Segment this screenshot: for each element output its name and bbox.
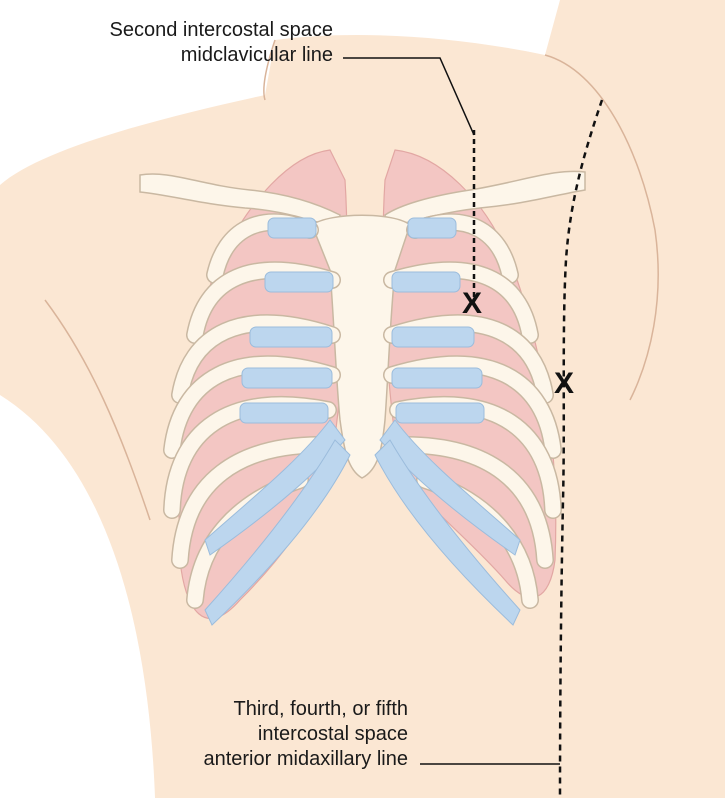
- neck-contour: [263, 39, 276, 101]
- shoulder-crease-left: [44, 299, 151, 521]
- label-second-intercostal-midclavicular: Second intercostal space midclavicular l…: [110, 18, 333, 68]
- left-costal-cartilage: [374, 217, 521, 626]
- placement-marker-midclavicular: X: [462, 287, 483, 320]
- midaxillary-dashed-line: [558, 99, 604, 798]
- top-leader-line: [343, 57, 475, 136]
- right-costal-cartilage: [204, 217, 351, 626]
- label-line: anterior midaxillary line: [203, 748, 408, 770]
- label-line: Third, fourth, or fifth: [233, 698, 408, 720]
- armpit-contour: [544, 54, 659, 401]
- placement-marker-midaxillary: X: [554, 367, 575, 400]
- label-line: Second intercostal space: [109, 19, 333, 41]
- label-line: intercostal space: [257, 723, 408, 745]
- label-third-fourth-fifth-midaxillary: Third, fourth, or fifth intercostal spac…: [203, 697, 408, 772]
- label-line: midclavicular line: [180, 44, 333, 66]
